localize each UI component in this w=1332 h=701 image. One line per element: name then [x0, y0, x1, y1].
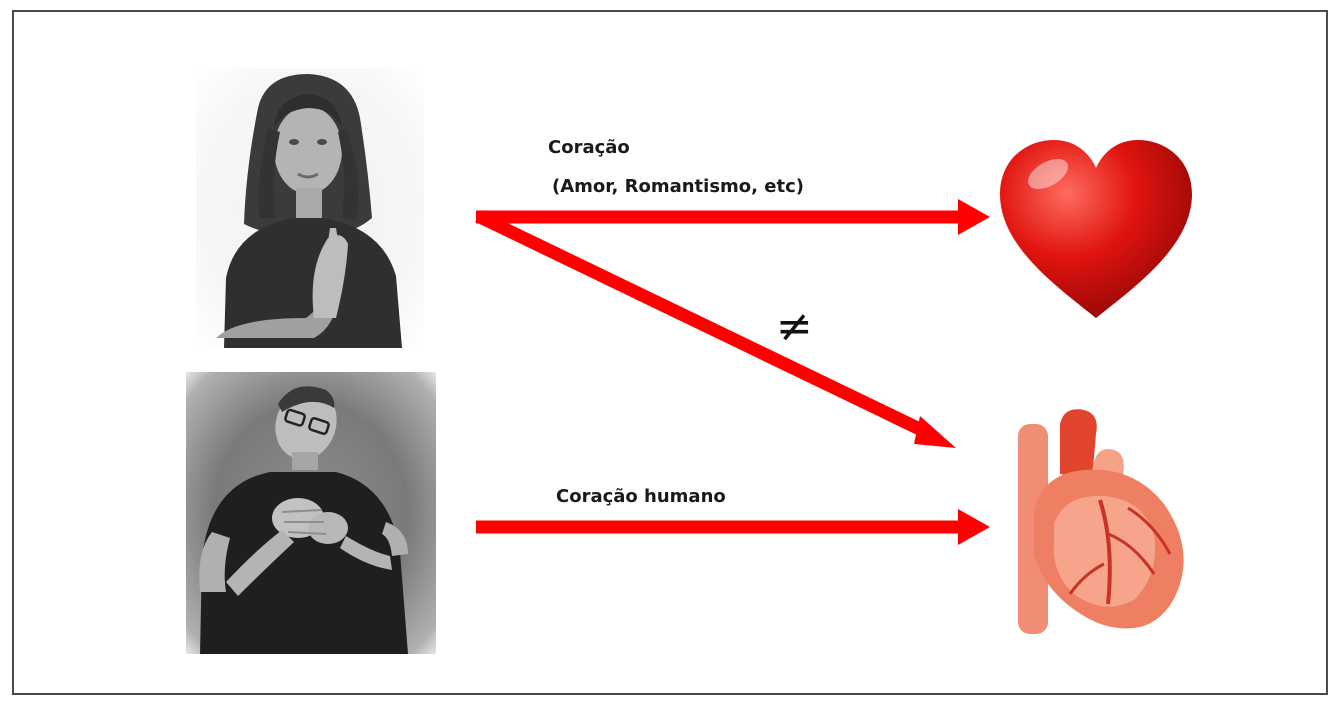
- photo-man-signing: [186, 372, 436, 654]
- arrow-head-love-heart: [958, 199, 990, 235]
- label-heart-sign: Coração: [548, 137, 630, 158]
- heart-icon: [1000, 140, 1192, 318]
- arrow-head-diagonal: [914, 416, 956, 448]
- photo-woman-signing: [196, 68, 424, 348]
- arrow-head-human-heart: [958, 509, 990, 545]
- arrow-diagonal-to-human-heart: [475, 210, 933, 440]
- not-equal-symbol: ≠: [776, 301, 813, 352]
- anatomical-heart-icon: [1018, 409, 1184, 634]
- label-human-heart-sign: Coração humano: [556, 486, 726, 507]
- label-heart-sign-meaning: (Amor, Romantismo, etc): [552, 176, 804, 197]
